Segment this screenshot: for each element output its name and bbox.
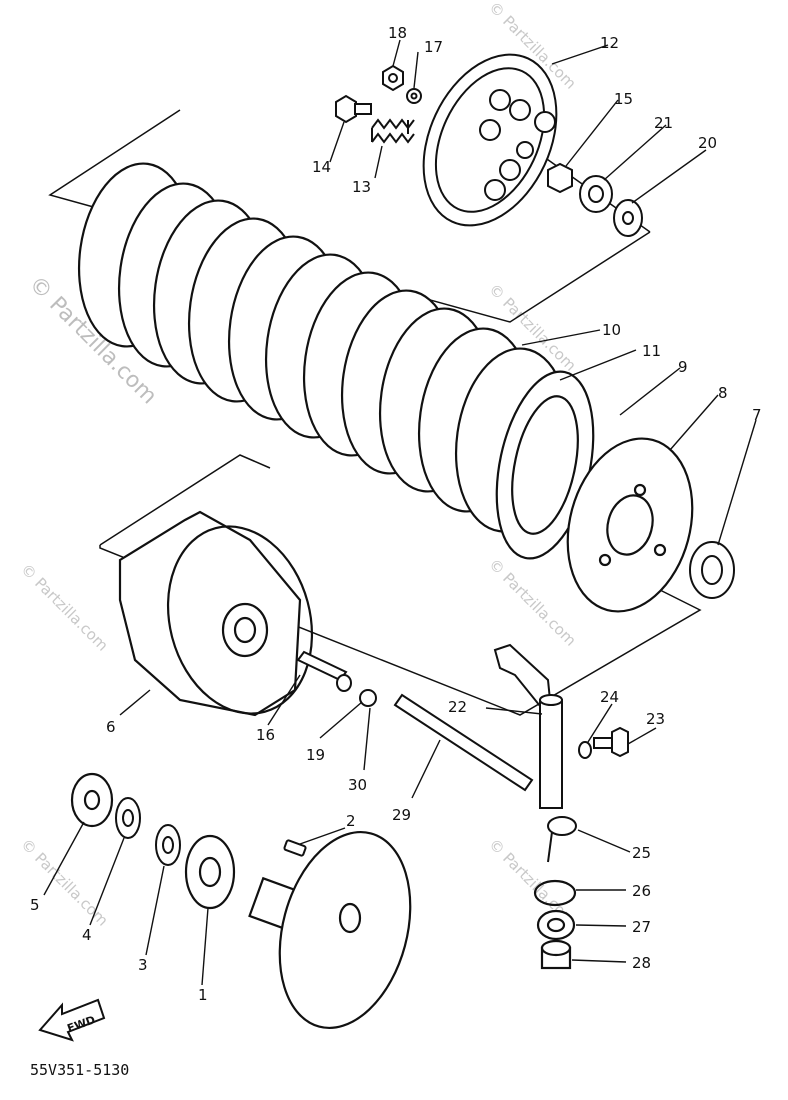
callout-26: 26 [632, 882, 651, 900]
callout-9: 9 [678, 358, 688, 376]
watermark-3: © Partzilla.com [17, 560, 112, 655]
callout-17: 17 [424, 38, 443, 56]
clutch-plate-stack [77, 162, 595, 560]
bearing-21 [579, 175, 613, 213]
watermark-4: © Partzilla.com [485, 555, 580, 650]
callout-27: 27 [632, 918, 651, 936]
lower-assembly-outline [99, 454, 271, 546]
callout-1: 1 [198, 986, 208, 1004]
callout-6: 6 [106, 718, 116, 736]
callout-15: 15 [614, 90, 633, 108]
spring-25 [547, 816, 577, 863]
ball-19 [359, 689, 377, 707]
callout-4: 4 [82, 926, 92, 944]
bolt-23 [593, 726, 629, 758]
callout-18: 18 [388, 24, 407, 42]
clutch-housing-6 [118, 510, 314, 717]
callout-3: 3 [138, 956, 148, 974]
pressure-plate-12 [422, 53, 558, 227]
callout-10: 10 [602, 321, 621, 339]
callout-29: 29 [392, 806, 411, 824]
push-rod-16 [296, 650, 352, 692]
circlip-7 [689, 541, 735, 599]
callout-23: 23 [646, 710, 665, 728]
callout-11: 11 [642, 342, 661, 360]
callout-8: 8 [718, 384, 728, 402]
bolt-14 [335, 94, 372, 124]
callout-7: 7 [752, 406, 762, 424]
callout-19: 19 [306, 746, 325, 764]
callout-24: 24 [600, 688, 619, 706]
push-rod-29 [393, 693, 534, 792]
key-2 [283, 839, 307, 857]
callout-14: 14 [312, 158, 331, 176]
callout-labels: 1 2 3 4 5 6 7 8 9 10 11 12 13 14 15 16 1… [30, 24, 762, 1004]
primary-drive-weight [248, 830, 412, 1030]
callout-28: 28 [632, 954, 651, 972]
circlip-26 [533, 879, 577, 907]
callout-22: 22 [448, 698, 467, 716]
callout-25: 25 [632, 844, 651, 862]
washer-3 [155, 824, 181, 866]
callout-12: 12 [600, 34, 619, 52]
callout-13: 13 [352, 178, 371, 196]
washer-17 [406, 88, 422, 104]
washer-4 [115, 797, 141, 839]
watermark-5: © Partzilla.com [17, 835, 112, 930]
nut-18 [382, 64, 404, 92]
leader-lines [43, 39, 757, 986]
callout-30: 30 [348, 776, 367, 794]
callout-5: 5 [30, 896, 40, 914]
lower-outline-right [99, 545, 702, 716]
callout-21: 21 [654, 114, 673, 132]
clutch-boss-8 [566, 437, 694, 613]
callout-20: 20 [698, 134, 717, 152]
washer-24 [578, 741, 592, 759]
nut-15 [547, 162, 573, 194]
washer-20 [613, 199, 643, 237]
gear-1 [184, 834, 236, 910]
forward-arrow: FWD [38, 998, 106, 1042]
spring-13 [371, 118, 415, 144]
diagram-code: 55V351-5130 [30, 1061, 129, 1079]
push-lever-22 [493, 643, 563, 809]
callout-16: 16 [256, 726, 275, 744]
callout-2: 2 [346, 812, 356, 830]
bearing-28 [540, 939, 572, 970]
fwd-arrow-icon [38, 998, 106, 1042]
nut-5 [70, 772, 114, 828]
oil-seal-27 [536, 909, 576, 941]
